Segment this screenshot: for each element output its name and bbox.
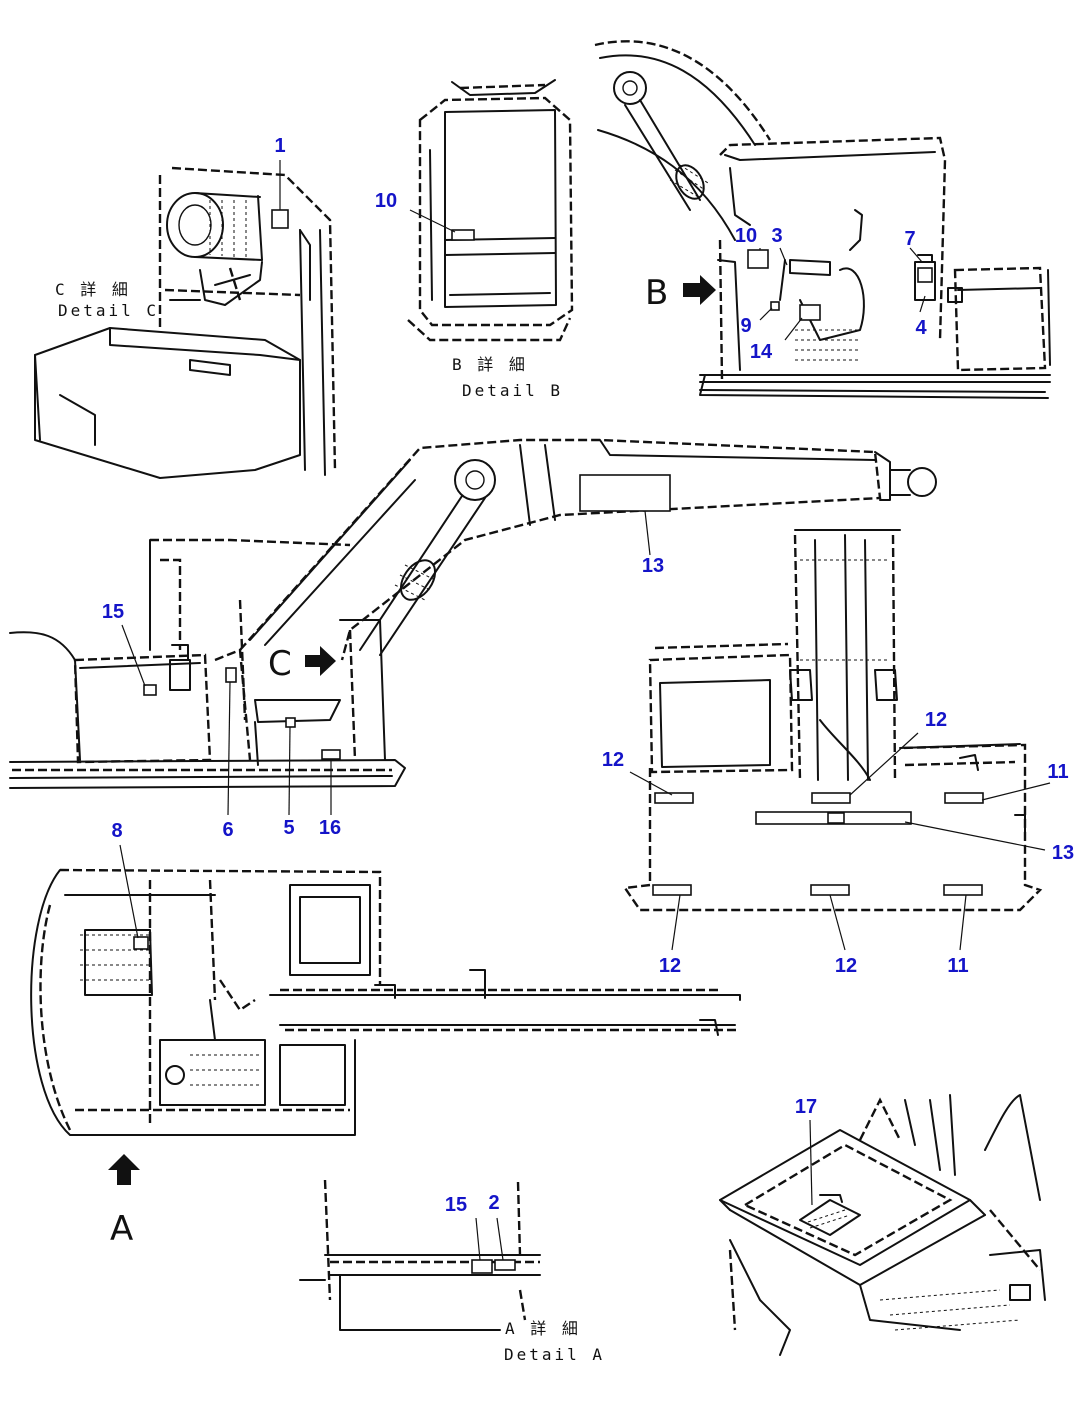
callout-14: 14 <box>750 341 773 363</box>
callout-11-top: 11 <box>1047 761 1068 783</box>
top-view-drawing <box>30 844 741 1185</box>
callout-12-left: 12 <box>602 749 624 771</box>
callout-10: 10 <box>735 225 757 247</box>
callout-3: 3 <box>771 225 782 247</box>
detail-a-caption-jp: A 詳 細 <box>505 1319 581 1338</box>
callout-5: 5 <box>283 817 294 839</box>
callout-10-detail-b: 10 <box>375 190 397 212</box>
callout-16: 16 <box>319 817 341 839</box>
main-side-view-drawing <box>9 438 937 816</box>
view-letter-a: A <box>110 1209 133 1249</box>
callout-4: 4 <box>915 317 927 339</box>
callout-15-engine: 15 <box>102 601 124 623</box>
callout-12-bottom-left: 12 <box>659 955 681 977</box>
rear-view-drawing <box>622 529 1051 951</box>
view-letter-b: B <box>645 273 668 313</box>
view-letter-c: C <box>268 644 292 684</box>
callout-1: 1 <box>274 135 285 157</box>
callout-12-center: 12 <box>925 709 947 731</box>
cab-side-view-drawing <box>594 40 1051 399</box>
callout-2: 2 <box>488 1192 499 1214</box>
callout-17: 17 <box>795 1096 817 1118</box>
callout-13-rear: 13 <box>1052 842 1074 864</box>
detail-c-caption-en: Detail C <box>58 301 159 320</box>
callout-11-bottom: 11 <box>947 955 968 977</box>
callout-9: 9 <box>740 315 751 337</box>
callout-12-bottom-center: 12 <box>835 955 857 977</box>
isometric-view-drawing <box>719 1094 1046 1356</box>
callout-6: 6 <box>222 819 233 841</box>
callout-13-boom: 13 <box>642 555 664 577</box>
callout-8: 8 <box>111 820 122 842</box>
detail-b-drawing: B 詳 細 Detail B <box>407 79 574 400</box>
detail-b-caption-jp: B 詳 細 <box>452 355 528 374</box>
detail-a-caption-en: Detail A <box>504 1345 605 1364</box>
callout-7: 7 <box>904 228 915 250</box>
detail-a-drawing: A 詳 細 Detail A <box>299 1179 605 1364</box>
callout-15-detail-a: 15 <box>445 1194 467 1216</box>
detail-c-drawing: C 詳 細 Detail C <box>34 160 337 479</box>
detail-c-caption-jp: C 詳 細 <box>55 280 131 299</box>
detail-b-caption-en: Detail B <box>462 381 563 400</box>
